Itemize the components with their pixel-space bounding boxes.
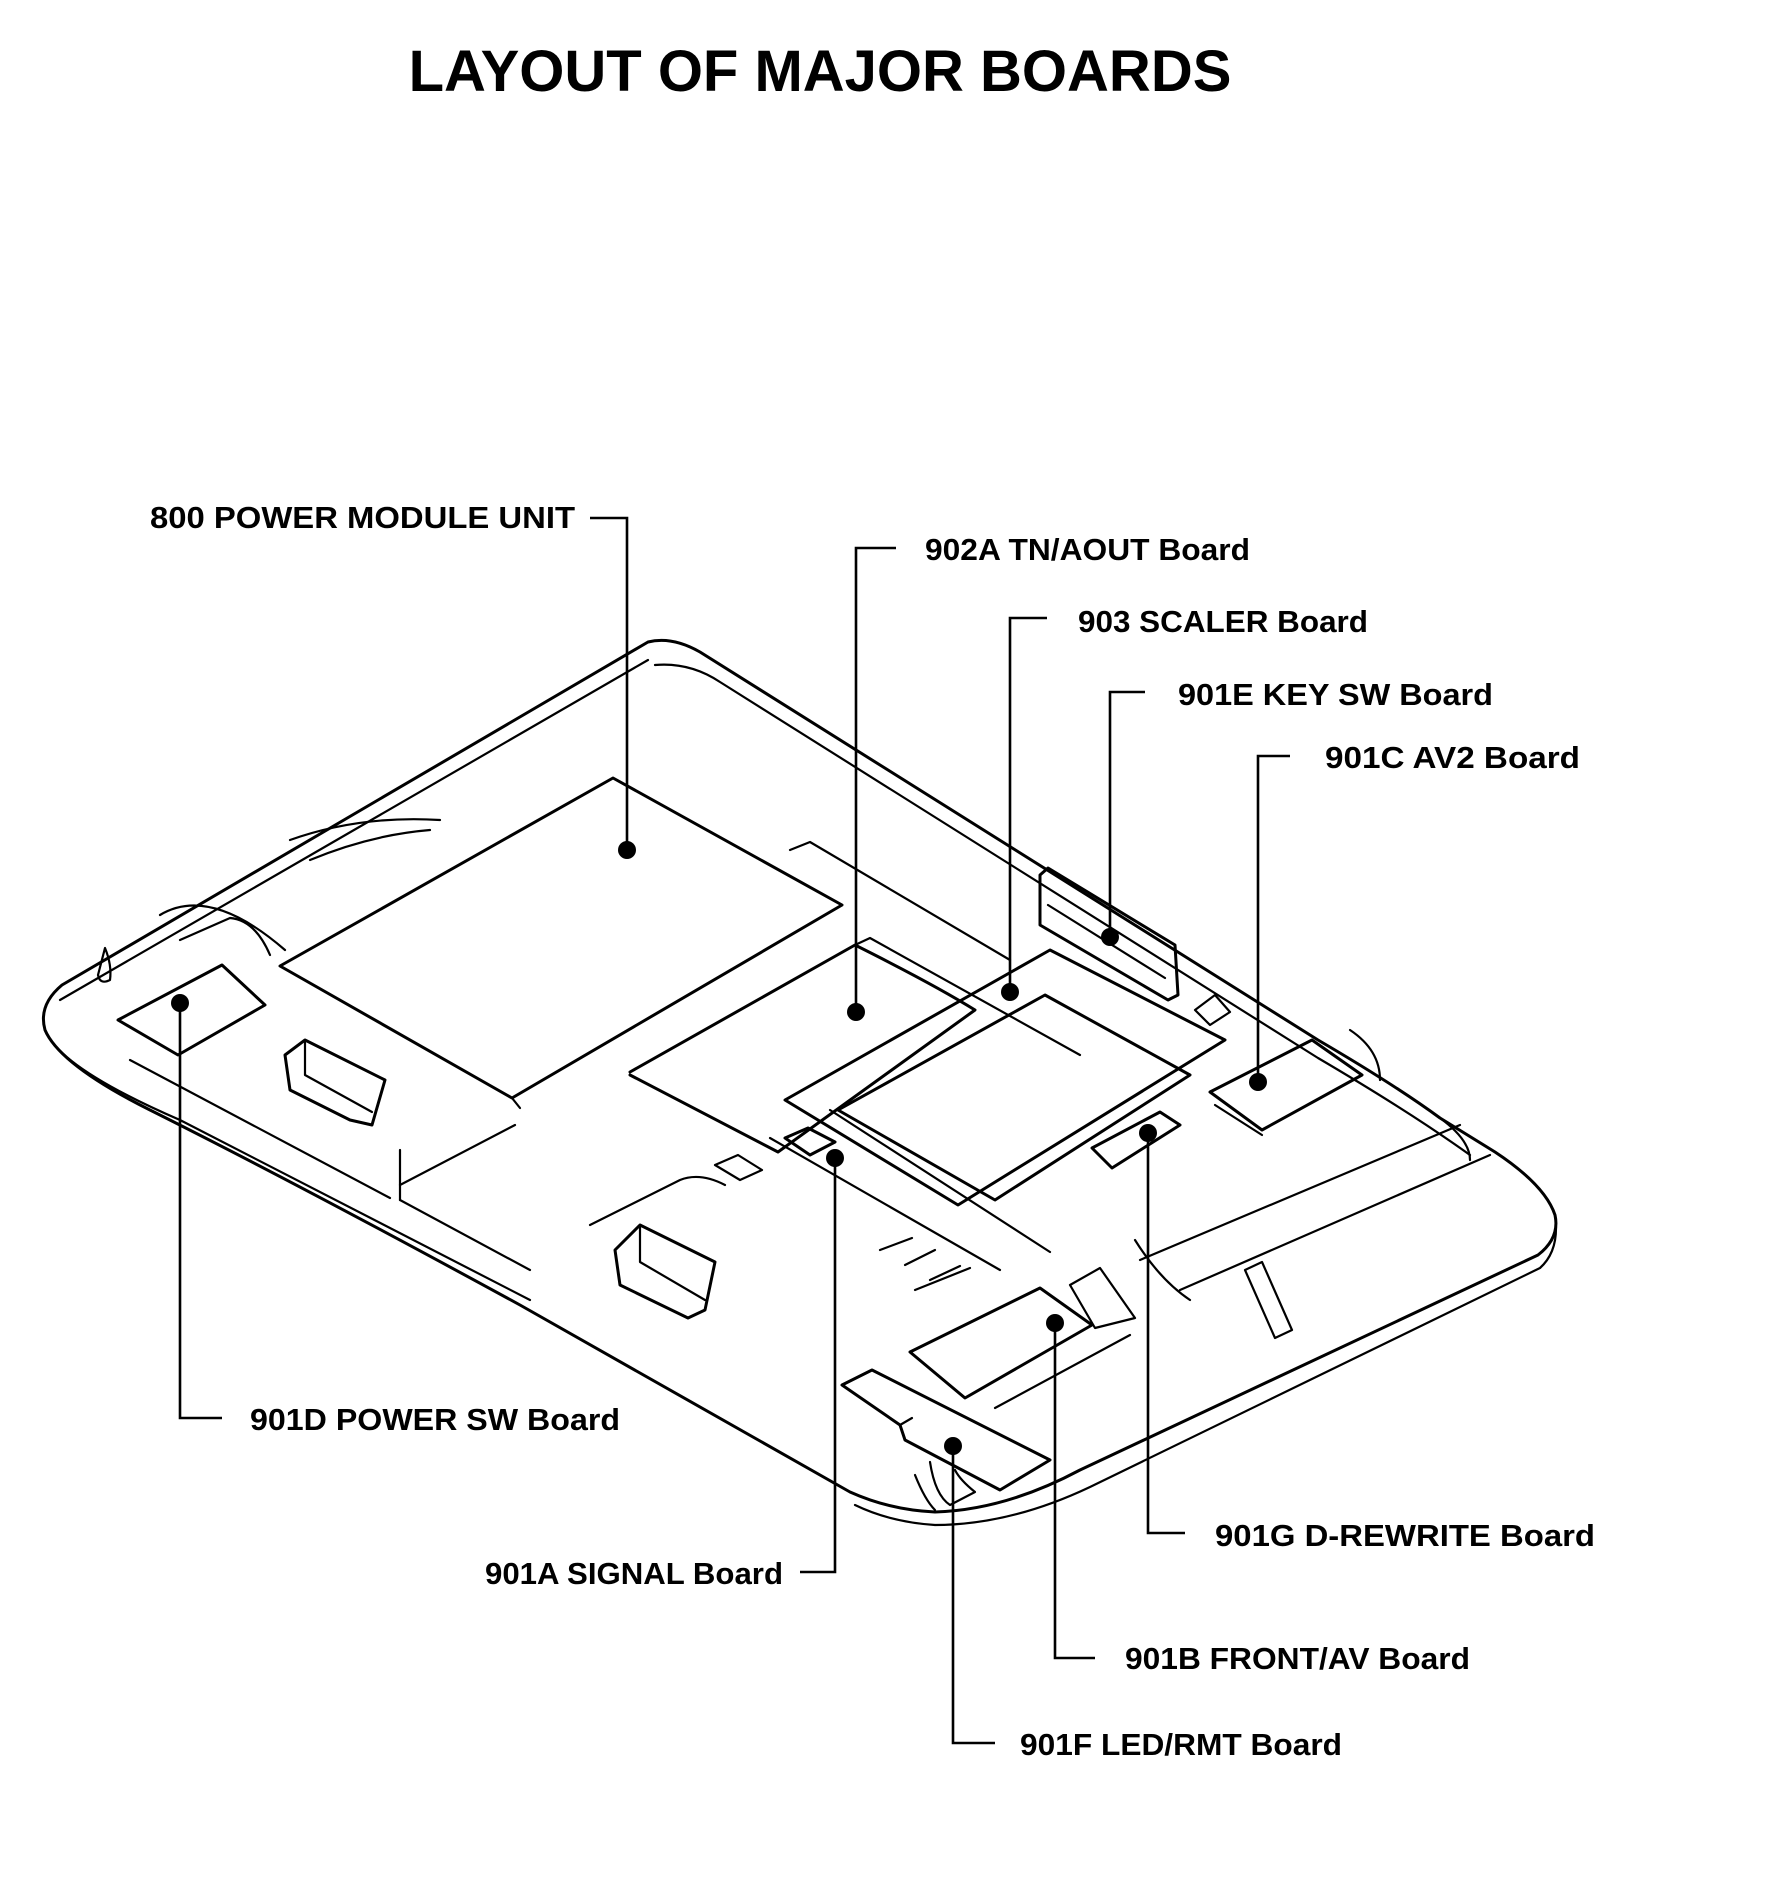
dot-scaler — [1001, 983, 1019, 1001]
dot-power-module — [618, 841, 636, 859]
leader-d-rewrite — [1146, 1135, 1185, 1535]
leader-power-module — [590, 516, 629, 848]
labels: 800 POWER MODULE UNIT 902A TN/AOUT Board… — [150, 500, 1595, 1762]
dot-d-rewrite — [1139, 1124, 1157, 1142]
label-tn-aout: 902A TN/AOUT Board — [925, 532, 1250, 567]
dot-key-sw — [1101, 928, 1119, 946]
dot-tn-aout — [847, 1003, 865, 1021]
board-outlines — [116, 776, 1364, 1492]
label-d-rewrite: 901G D-REWRITE Board — [1215, 1518, 1595, 1553]
label-front-av: 901B FRONT/AV Board — [1125, 1641, 1470, 1676]
leader-av2 — [1256, 754, 1290, 1080]
dot-power-sw — [171, 994, 189, 1012]
page-title: LAYOUT OF MAJOR BOARDS — [408, 39, 1232, 104]
dot-front-av — [1046, 1314, 1064, 1332]
chassis-outline — [41, 638, 1558, 1527]
label-led-rmt: 901F LED/RMT Board — [1020, 1727, 1342, 1762]
label-av2: 901C AV2 Board — [1325, 740, 1580, 775]
leader-key-sw — [1108, 690, 1145, 935]
label-signal: 901A SIGNAL Board — [485, 1556, 783, 1591]
leader-scaler — [1008, 616, 1047, 990]
label-key-sw: 901E KEY SW Board — [1178, 677, 1493, 712]
leader-power-sw — [178, 1005, 222, 1420]
dot-signal — [826, 1149, 844, 1167]
dot-av2 — [1249, 1073, 1267, 1091]
leader-front-av — [1053, 1325, 1095, 1660]
leaders — [171, 516, 1290, 1745]
leader-signal — [800, 1160, 837, 1574]
label-power-sw: 901D POWER SW Board — [250, 1402, 620, 1437]
leader-led-rmt — [951, 1448, 995, 1745]
label-power-module: 800 POWER MODULE UNIT — [150, 500, 575, 535]
dot-led-rmt — [944, 1437, 962, 1455]
leader-tn-aout — [854, 546, 896, 1010]
label-scaler: 903 SCALER Board — [1078, 604, 1368, 639]
